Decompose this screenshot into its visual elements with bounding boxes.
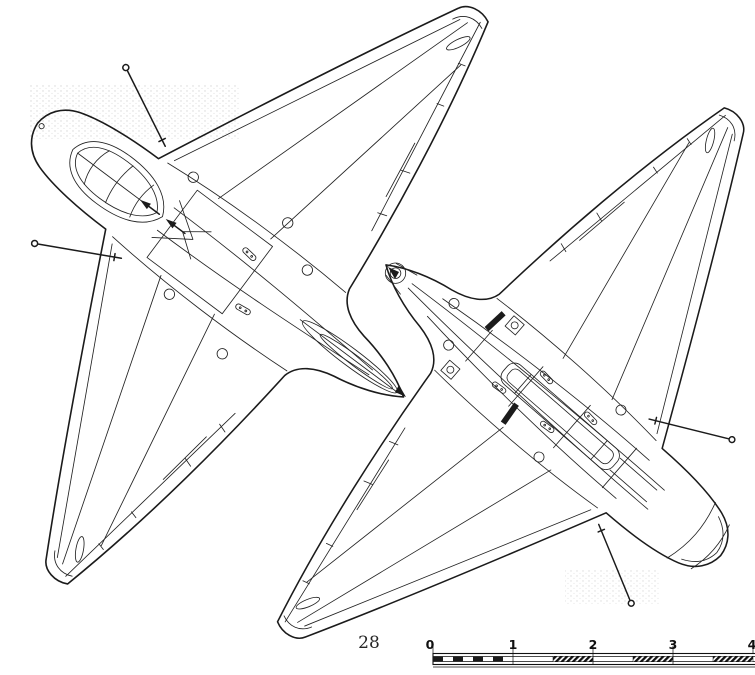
scale-label-4: 4: [748, 637, 755, 652]
nose-cap-frames: [666, 502, 730, 570]
scale-ticks: [432, 646, 754, 654]
scale-label-2: 2: [589, 637, 598, 652]
starboard-wing-panel-lines: [167, 0, 524, 296]
access-ports: [38, 123, 314, 360]
square-hatch: [504, 315, 525, 336]
port-mast: [647, 415, 737, 445]
cockpit-direction-arrows: [140, 199, 186, 235]
latch-hatch: [538, 369, 555, 386]
vertical-fin-plan: [299, 319, 399, 394]
scale-label-0: 0: [426, 637, 435, 652]
leader-arrow: [395, 385, 406, 397]
fuselage-longitudinal-lines: [156, 207, 373, 376]
scan-noise-patch: [30, 85, 240, 140]
landing-skid: [500, 362, 658, 503]
fuselage-longitudinal-lines: [407, 283, 665, 510]
scale-bar-band: [433, 656, 755, 662]
scale-label-3: 3: [669, 637, 678, 652]
aircraft-bottom-view: [159, 4, 755, 675]
access-ports: [443, 298, 627, 463]
scale-hatched-segments: [552, 656, 754, 662]
fuselage-frame-joints: [465, 329, 638, 489]
port-mast: [30, 238, 123, 263]
latch-hatch: [234, 302, 252, 317]
scale-bar: 0 1 2 3 4: [426, 637, 755, 668]
headrest-bracing: [151, 200, 212, 260]
scale-checker-blocks: [433, 656, 503, 662]
starboard-wing-panel-lines: [245, 367, 598, 675]
scan-noise-patch: [565, 570, 660, 605]
page-number: 28: [358, 633, 380, 653]
scale-label-1: 1: [509, 637, 518, 652]
latch-hatch: [582, 410, 599, 427]
square-hatch: [440, 359, 461, 380]
latch-hatch: [241, 246, 258, 263]
cockpit-canopy: [69, 141, 165, 223]
airframe-outline: [159, 4, 755, 675]
filled-panel-bar: [484, 311, 506, 332]
leader-arrow: [388, 267, 399, 279]
port-wing-panel-lines: [0, 236, 290, 610]
filled-panel-bar: [500, 402, 519, 425]
rocket-nozzle: [384, 262, 418, 295]
scale-dividers: [512, 653, 674, 665]
latch-hatch: [490, 380, 508, 395]
fuel-tank-panel: [146, 189, 273, 315]
